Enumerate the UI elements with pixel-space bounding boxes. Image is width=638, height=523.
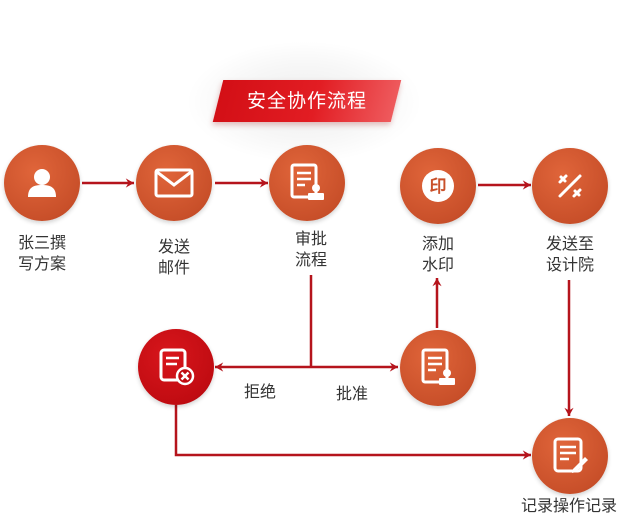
tools-icon [558, 174, 582, 198]
label-line: 记录操作记录 [520, 496, 617, 515]
node-approved [400, 330, 476, 406]
edge-label-approve: 批准 [336, 384, 369, 403]
node-send-mail [136, 145, 212, 221]
label-send-mail: 发送 邮件 [136, 236, 212, 278]
document-stamp-icon [421, 348, 455, 385]
user-icon [28, 169, 56, 197]
label-send-to-institute: 发送至 设计院 [520, 233, 620, 275]
label-write-plan: 张三撰 写方案 [4, 232, 80, 274]
envelope-icon [154, 168, 194, 198]
svg-text:印: 印 [430, 177, 447, 197]
label-add-watermark: 添加 水印 [400, 233, 476, 275]
label-line: 写方案 [17, 254, 66, 273]
label-line: 张三撰 [17, 233, 66, 252]
label-line: 审批 [294, 229, 327, 248]
label-record-log: 记录操作记录 [505, 495, 633, 516]
node-add-watermark: 印 [400, 148, 476, 224]
label-line: 发送至 [545, 234, 594, 253]
document-reject-icon [159, 348, 195, 386]
document-stamp-icon [290, 163, 324, 200]
node-approval [269, 145, 345, 221]
arrow-rejected-to-record [174, 405, 531, 460]
document-edit-icon [553, 437, 588, 473]
label-line: 邮件 [157, 258, 190, 277]
node-rejected [138, 329, 214, 405]
seal-icon: 印 [422, 170, 454, 202]
label-line: 添加 [421, 234, 454, 253]
node-write-plan [4, 145, 80, 221]
label-line: 设计院 [545, 255, 594, 274]
label-line: 发送 [157, 237, 190, 256]
label-line: 水印 [421, 255, 454, 274]
label-approval: 审批 流程 [269, 228, 353, 270]
diagram-title: 安全协作流程 [246, 90, 367, 112]
edge-label-reject: 拒绝 [244, 382, 277, 401]
label-line: 流程 [294, 250, 327, 269]
node-send-to-institute [532, 148, 608, 224]
node-record-log [532, 418, 608, 494]
